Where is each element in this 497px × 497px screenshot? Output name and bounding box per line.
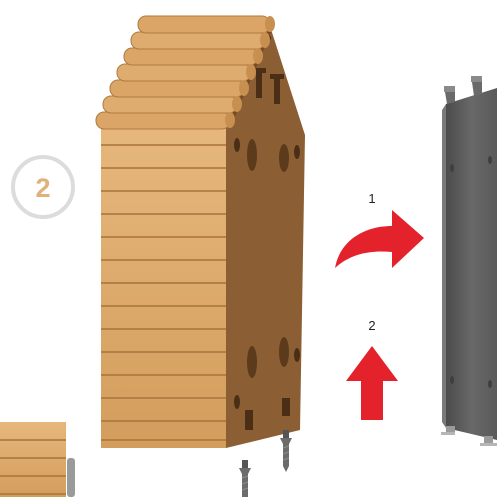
roof-slot: [256, 72, 262, 98]
side-hole: [279, 144, 289, 172]
side-hole: [234, 138, 240, 152]
side-hole: [247, 346, 257, 378]
birdhouse: [96, 16, 305, 448]
arrow-1-label: 1: [368, 191, 375, 206]
side-slot: [282, 398, 290, 416]
curved-arrow-icon: [335, 210, 424, 268]
side-hole: [247, 139, 257, 171]
screw: [239, 460, 251, 497]
side-hole: [234, 395, 240, 409]
roof-slot: [270, 74, 284, 79]
step-badge: 2: [13, 157, 73, 217]
front-planks: [101, 128, 226, 448]
side-hole: [294, 348, 300, 362]
loose-wood-panel: [0, 422, 75, 497]
arrow-step-1: 1: [335, 191, 424, 268]
back-panel: [441, 76, 497, 446]
side-hole: [294, 145, 300, 159]
arrow-2-label: 2: [368, 318, 375, 333]
roof-slot: [274, 78, 280, 104]
side-hole: [279, 337, 289, 367]
up-arrow-icon: [346, 346, 398, 420]
side-slot: [245, 410, 253, 430]
step-number: 2: [35, 173, 50, 203]
arrow-step-2: 2: [346, 318, 398, 420]
screw: [280, 430, 292, 472]
